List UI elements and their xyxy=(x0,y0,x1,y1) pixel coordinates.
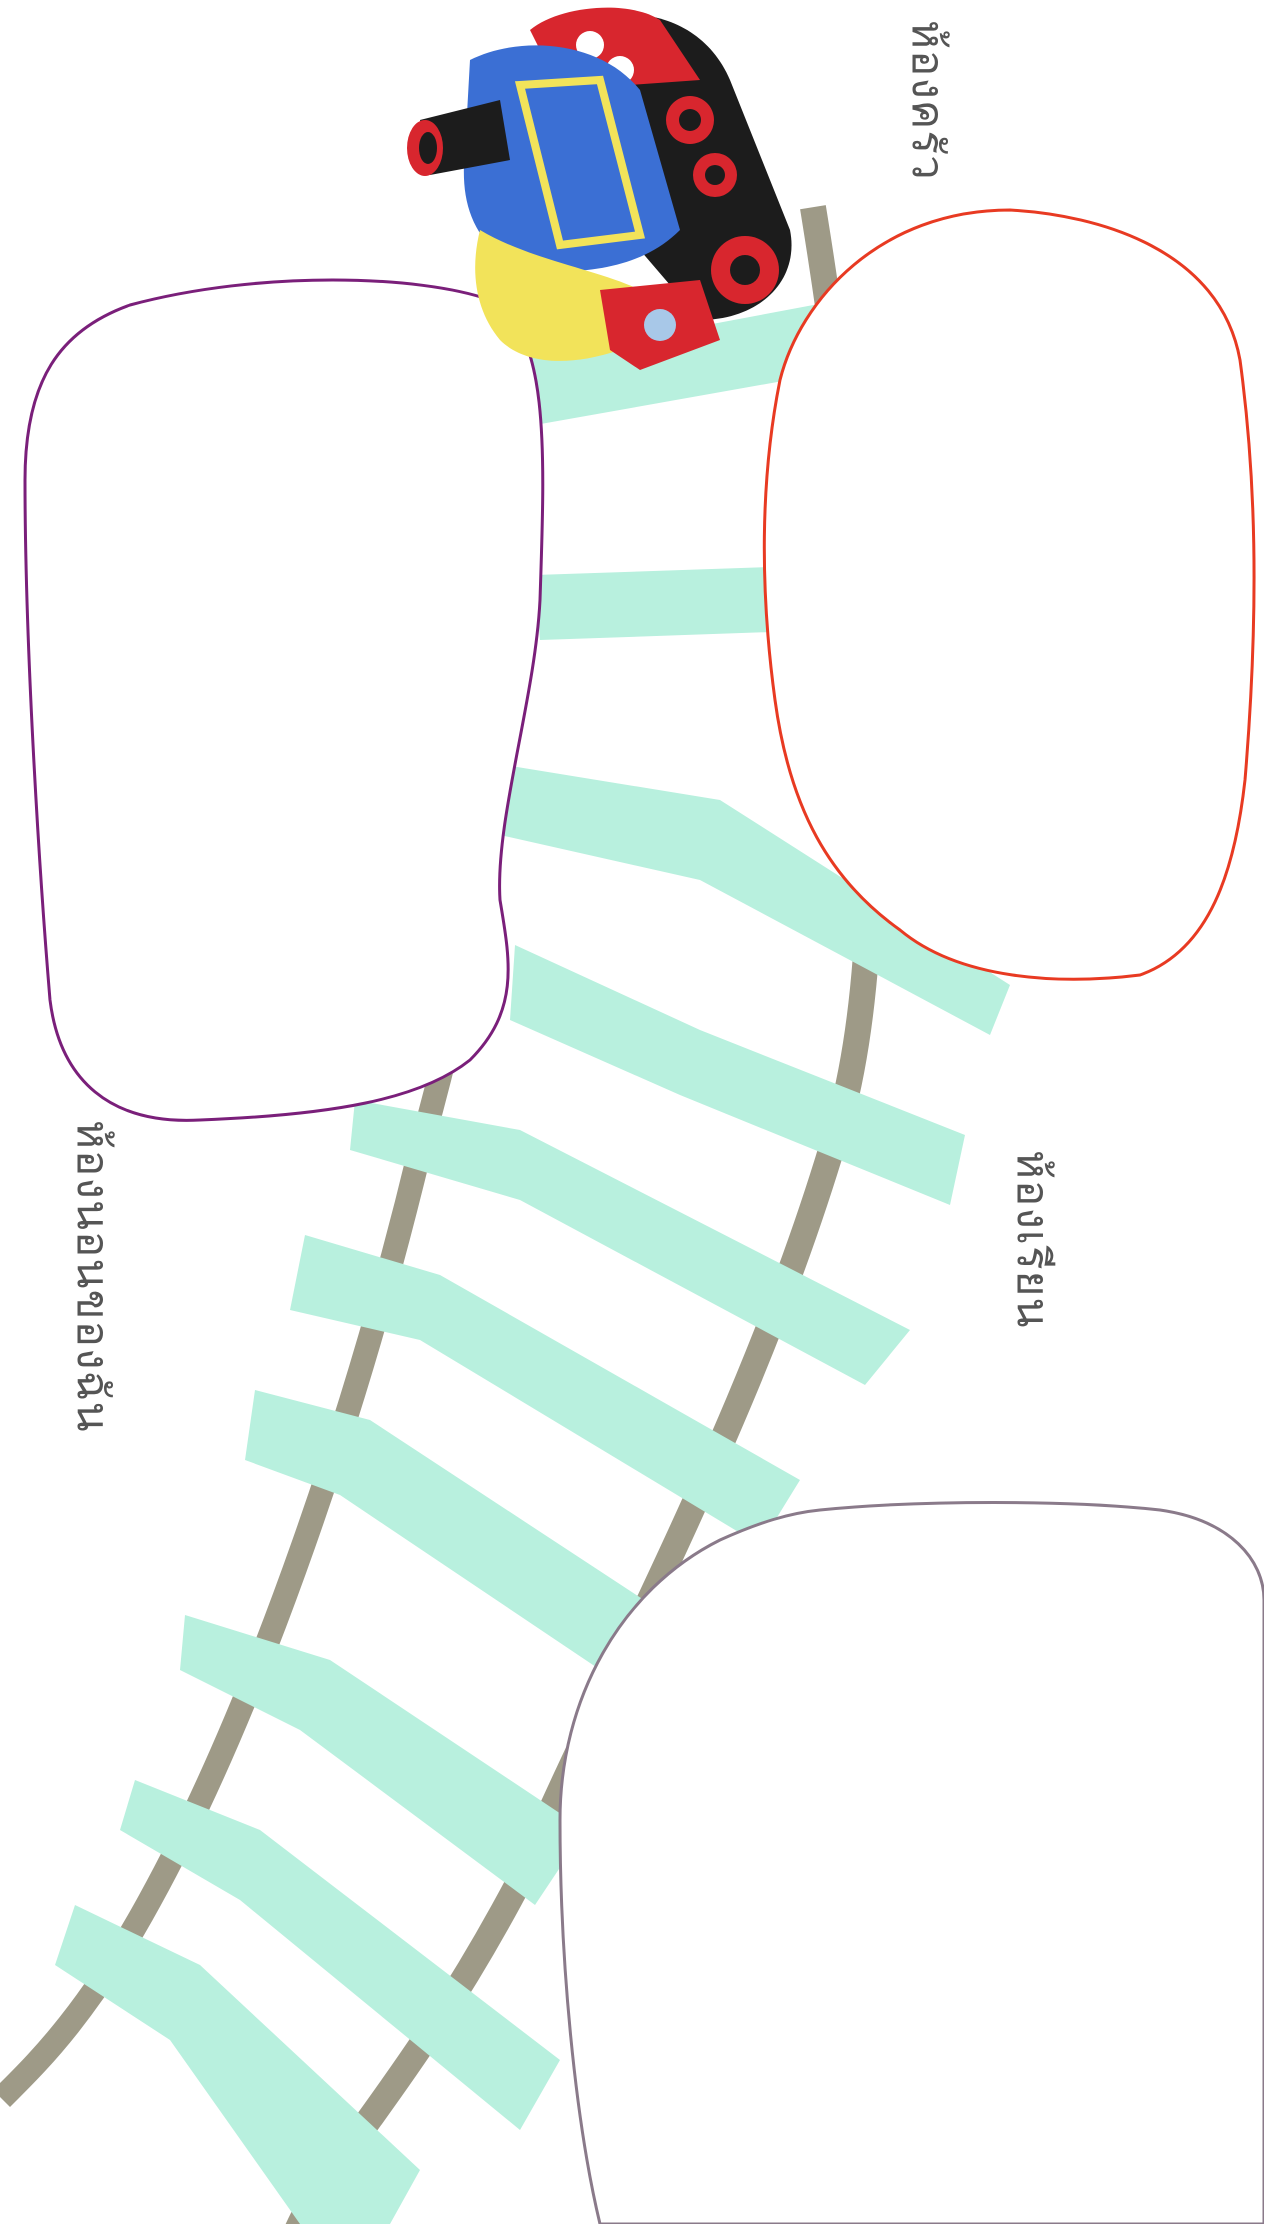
train-wheel-hub xyxy=(705,165,725,185)
train-wheel-hub xyxy=(730,255,760,285)
room-label-my-bedroom: ห้องนอนของฉัน xyxy=(70,1120,114,1433)
answer-bubble-grey[interactable] xyxy=(560,1503,1264,2224)
answer-bubble-purple[interactable] xyxy=(25,280,543,1120)
train-wheel-hub xyxy=(679,109,701,131)
train-smokestack-hole xyxy=(419,132,437,164)
room-label-kitchen: ห้องครัว xyxy=(905,20,949,181)
train-driver xyxy=(644,309,676,341)
answer-bubble-red[interactable] xyxy=(764,210,1254,979)
room-label-classroom: ห้องเรียน xyxy=(1010,1150,1054,1328)
